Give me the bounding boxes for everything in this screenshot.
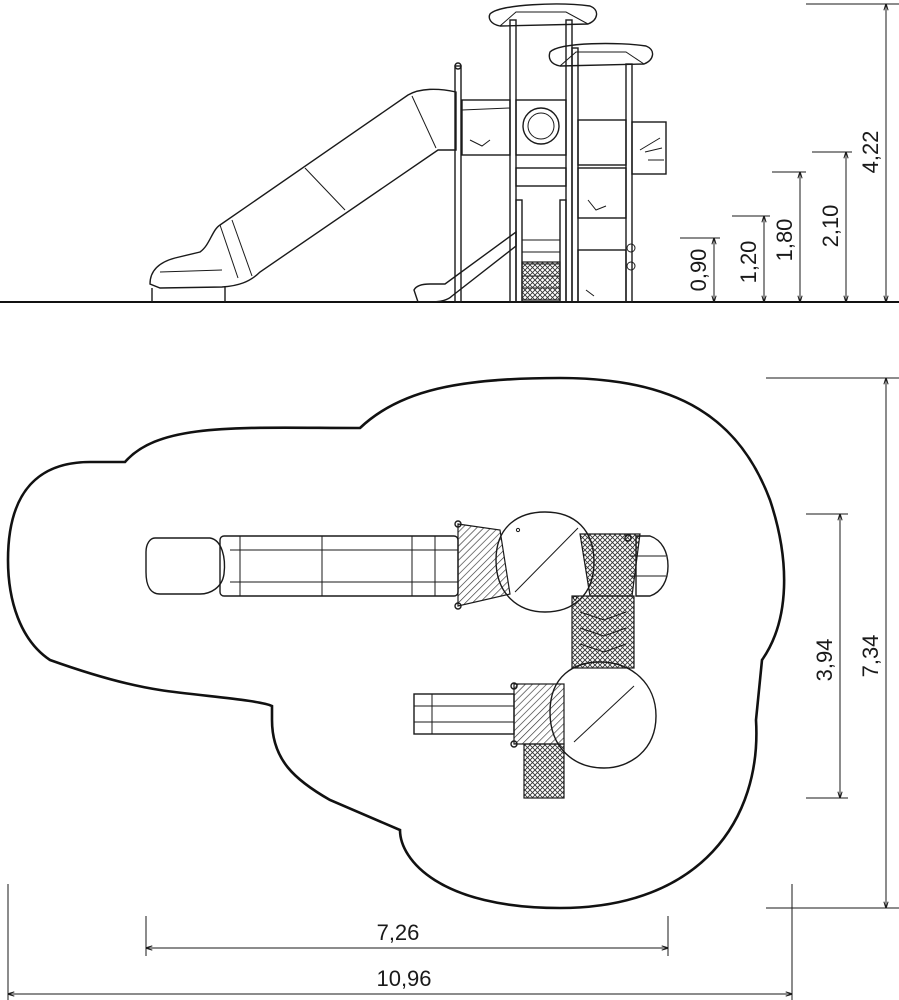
dimension-label-180: 1,80 — [772, 219, 797, 262]
dimension-label-726: 7,26 — [377, 920, 420, 945]
safety-zone-outline — [6, 376, 786, 910]
lower-platform-plan — [413, 661, 657, 799]
dimension-label-090: 0,90 — [686, 249, 711, 292]
plan-view: 7,34 3,94 7,26 10,96 — [6, 376, 899, 1000]
dimension-label-734: 7,34 — [858, 635, 883, 678]
dimension-label-394: 3,94 — [812, 639, 837, 682]
tower-one-elevation — [461, 3, 598, 303]
plan-dimension-lines — [8, 378, 899, 1000]
side-elevation-view: 0,90 1,20 1,80 2,10 4,22 — [0, 3, 899, 303]
dimension-label-1096: 10,96 — [376, 966, 431, 991]
tube-slide-plan — [145, 535, 459, 597]
dimension-label-120: 1,20 — [736, 241, 761, 284]
tube-slide-elevation — [149, 62, 462, 303]
dimension-label-422: 4,22 — [858, 131, 883, 174]
bridge-plan — [571, 595, 635, 669]
dimension-label-210: 2,10 — [818, 205, 843, 248]
tower-two-elevation — [548, 42, 667, 303]
elevation-dimension-lines — [680, 4, 899, 302]
small-slide-elevation — [413, 230, 517, 303]
upper-platform-plan — [454, 511, 669, 613]
